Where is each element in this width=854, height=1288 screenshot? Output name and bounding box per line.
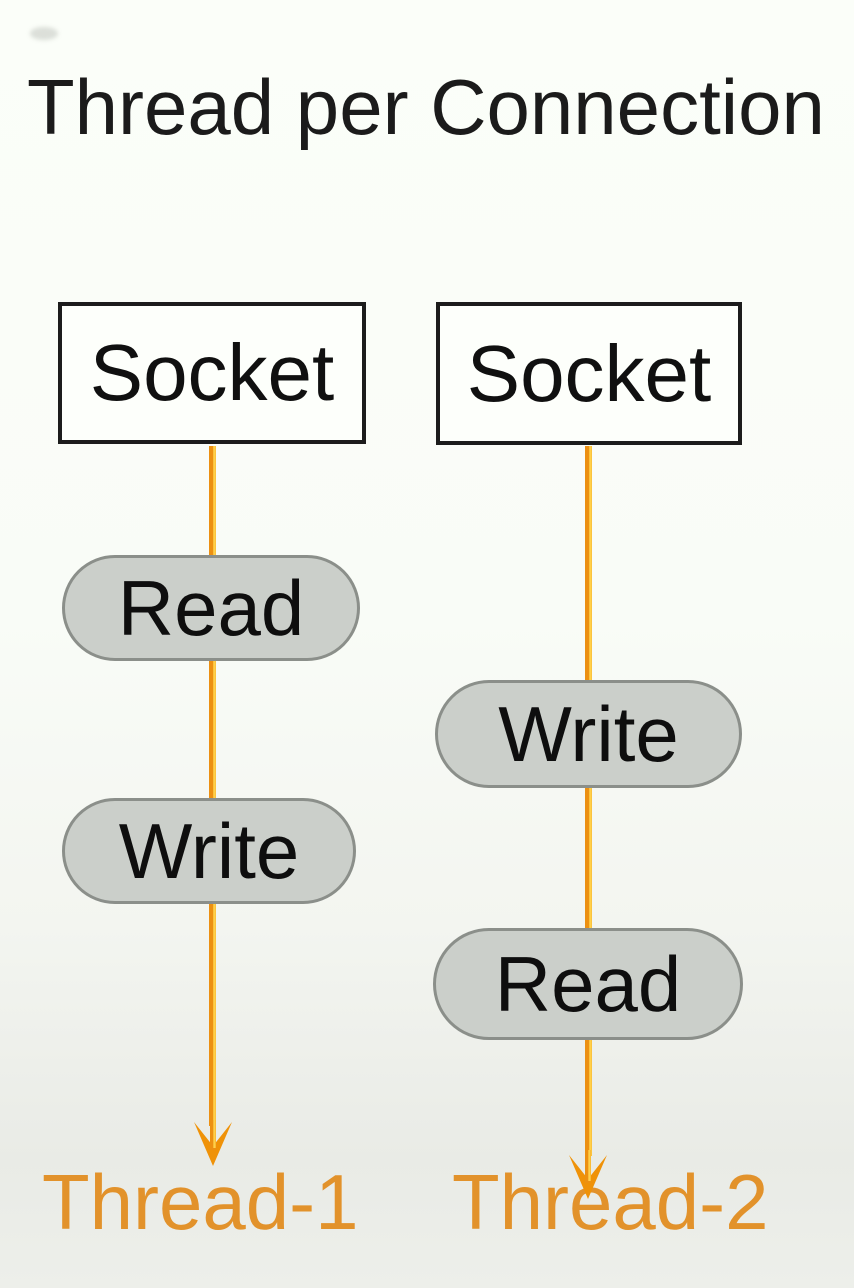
step-pill-write-1: Write [62,798,356,904]
socket-box-1: Socket [58,302,366,444]
step-pill-write-2: Write [435,680,742,788]
step-pill-read-1-label: Read [117,563,305,652]
socket-box-1-label: Socket [89,328,335,417]
step-pill-write-2-label: Write [498,689,679,778]
socket-box-2: Socket [436,302,742,445]
step-pill-read-2-label: Read [494,939,682,1028]
step-pill-read-1: Read [62,555,360,661]
page-title: Thread per Connection [27,63,825,151]
smudge-artifact [30,27,58,40]
thread-1-label: Thread-1 [42,1158,359,1246]
step-pill-read-2: Read [433,928,743,1040]
socket-box-2-label: Socket [466,328,712,418]
step-pill-write-1-label: Write [118,806,300,895]
thread-2-label: Thread-2 [452,1158,769,1246]
